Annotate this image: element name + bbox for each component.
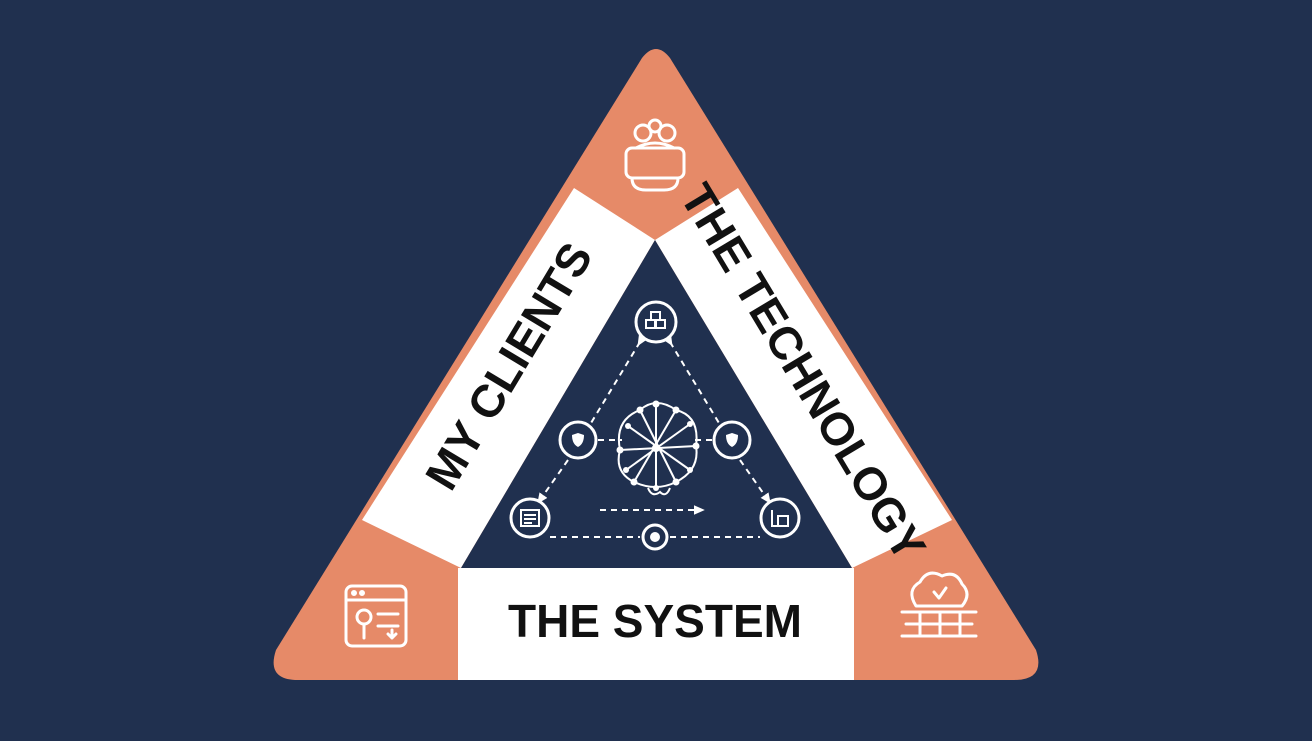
browser-search-icon	[344, 584, 408, 648]
node-list	[509, 497, 551, 539]
node-shield-left	[558, 420, 598, 460]
node-target	[641, 523, 669, 551]
network-brain-icon	[616, 400, 700, 496]
node-shield-right	[712, 420, 752, 460]
bottom-band	[458, 568, 854, 680]
node-blocks	[634, 300, 678, 344]
side-label-bottom: THE SYSTEM	[508, 595, 802, 647]
shield-icon	[726, 433, 738, 447]
right-band	[655, 188, 952, 568]
inner-connectors	[537, 334, 771, 538]
blocks-icon	[645, 311, 666, 329]
node-device	[759, 497, 801, 539]
left-band	[362, 188, 655, 568]
device-icon	[771, 510, 789, 527]
list-icon	[520, 509, 540, 527]
target-icon	[650, 532, 660, 542]
shield-icon	[572, 433, 584, 447]
client-group-icon	[624, 118, 686, 192]
cloud-wall-icon	[900, 571, 978, 638]
